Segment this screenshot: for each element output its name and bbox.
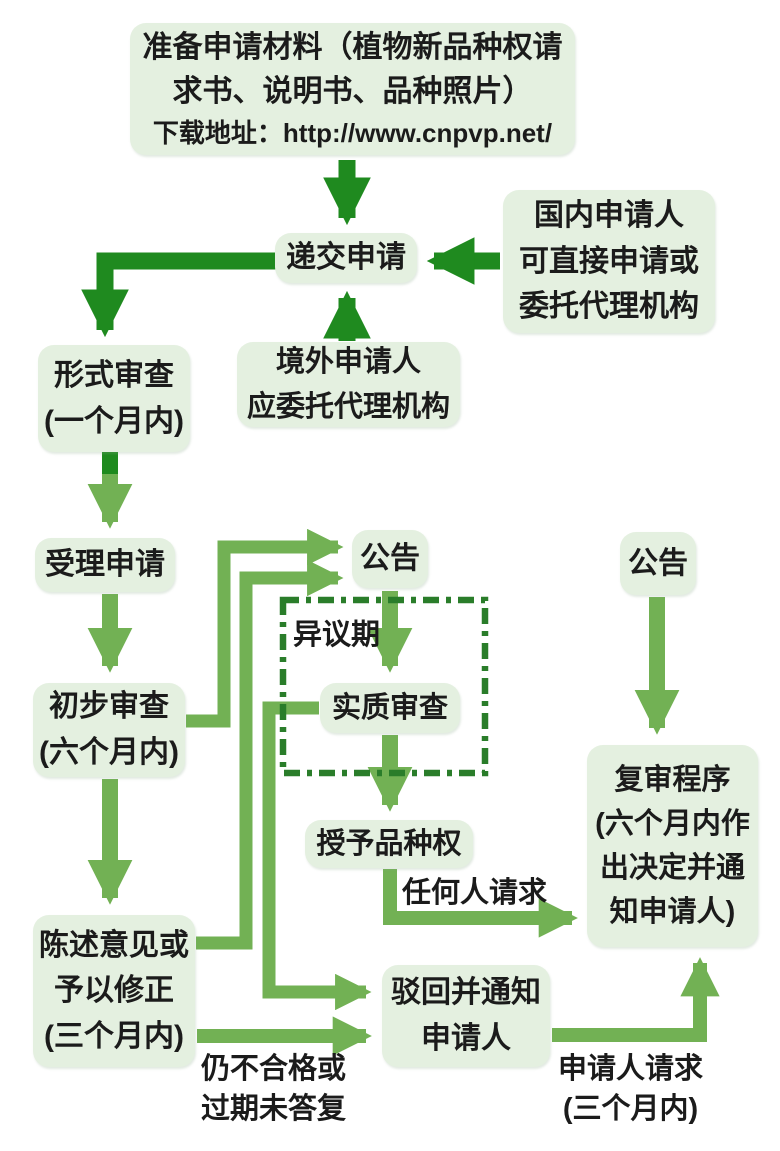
arrow-reject-to-review <box>552 957 720 1042</box>
label-anyone-request: 任何人请求 <box>402 877 548 909</box>
node-prepare-materials: 准备申请材料（植物新品种权请 求书、说明书、品种照片） 下载地址：http://… <box>130 23 575 155</box>
node-statement-or-amendment: 陈述意见或 予以修正 (三个月内) <box>33 915 195 1067</box>
arrow-submit-to-formal <box>81 252 277 338</box>
node-grant-variety-right: 授予品种权 <box>305 820 473 868</box>
objection-period-dashed-box <box>279 596 489 777</box>
node-gazette-left: 公告 <box>352 530 428 588</box>
node-overseas-applicant: 境外申请人 应委托代理机构 <box>237 342 460 427</box>
node-review-procedure: 复审程序 (六个月内作 出决定并通 知申请人) <box>587 745 758 947</box>
node-submit-application: 递交申请 <box>275 233 417 283</box>
node-reject-and-notify: 驳回并通知 申请人 <box>382 965 550 1067</box>
node-preliminary-examination: 初步审查 (六个月内) <box>33 683 185 777</box>
label-still-unqualified: 仍不合格或 过期未答复 <box>201 1053 347 1126</box>
node-formal-examination: 形式审查 (一个月内) <box>38 345 190 452</box>
node-substantive-examination: 实质审查 <box>320 683 460 733</box>
arrow-grant-to-review <box>383 869 578 938</box>
arrow-statement-to-gazette <box>196 559 344 950</box>
node-accept-application: 受理申请 <box>35 538 175 592</box>
node-gazette-right: 公告 <box>620 532 696 595</box>
label-objection-period: 异议期 <box>293 619 381 651</box>
label-applicant-request: 申请人请求 (三个月内) <box>558 1053 704 1126</box>
node-domestic-applicant: 国内申请人 可直接申请或 委托代理机构 <box>503 190 715 333</box>
arrow-preliminary-to-gazette <box>186 528 344 728</box>
arrow-substantive-to-reject <box>262 701 372 1011</box>
